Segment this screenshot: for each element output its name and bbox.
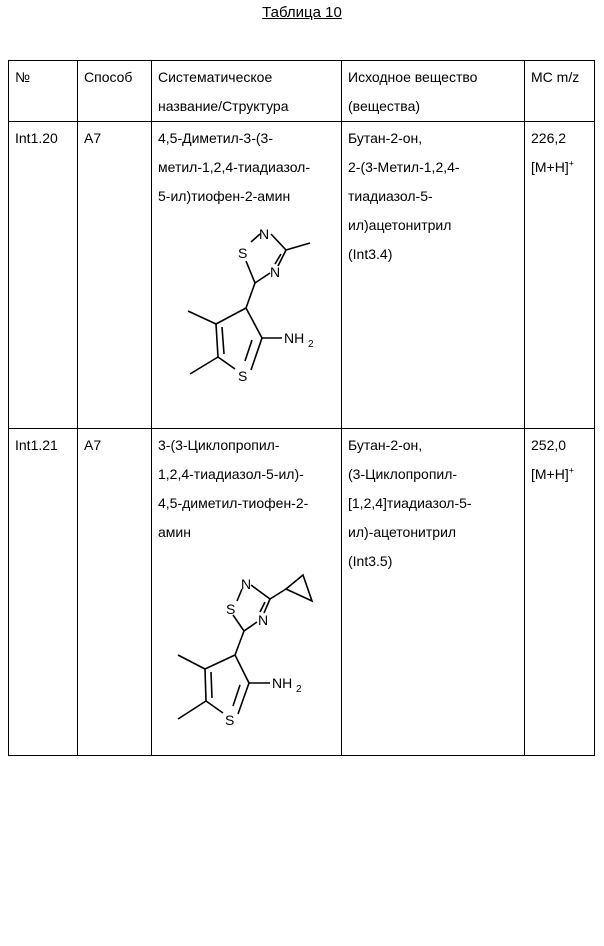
row-id: Int1.21 [9, 429, 78, 756]
header-starting-line: Исходное вещество [348, 63, 519, 92]
row-starting-material: Бутан-2-он, (3-Циклопропил- [1,2,4]тиади… [342, 429, 525, 756]
name-line: 1,2,4-тиадиазол-5-ил)- [158, 460, 336, 489]
ms-ion: [M+H]+ [531, 460, 589, 489]
name-line: метил-1,2,4-тиадиазол- [158, 153, 336, 182]
row-ms: 252,0 [M+H]+ [525, 429, 595, 756]
row-id: Int1.20 [9, 122, 78, 429]
row-method: A7 [78, 122, 152, 429]
atom-label: N [258, 612, 268, 628]
ms-ion-label: [M+H] [531, 159, 569, 175]
row-name-structure: 3-(3-Циклопропил- 1,2,4-тиадиазол-5-ил)-… [152, 429, 342, 756]
atom-label: NH [284, 330, 304, 346]
header-name-line: Систематическое [158, 63, 336, 92]
starting-line: (Int3.4) [348, 240, 519, 269]
atom-label: N [270, 264, 280, 280]
atom-label: S [225, 712, 234, 728]
name-line: 3-(3-Циклопропил- [158, 431, 336, 460]
starting-line: Бутан-2-он, [348, 431, 519, 460]
atom-label: N [259, 226, 269, 242]
name-line: 5-ил)тиофен-2-амин [158, 182, 336, 211]
row-name-structure: 4,5-Диметил-3-(3- метил-1,2,4-тиадиазол-… [152, 122, 342, 429]
name-line: 4,5-Диметил-3-(3- [158, 124, 336, 153]
chemical-structure: S N N S NH 2 [158, 551, 336, 741]
header-name-line: название/Структура [158, 92, 336, 121]
chemical-structure: S N N S NH 2 [158, 215, 336, 405]
row-starting-material: Бутан-2-он, 2-(3-Метил-1,2,4- тиадиазол-… [342, 122, 525, 429]
ms-ion-charge: + [569, 158, 574, 168]
atom-label: NH [272, 675, 292, 691]
header-starting-material: Исходное вещество (вещества) [342, 61, 525, 122]
starting-line: ил)ацетонитрил [348, 211, 519, 240]
atom-label: 2 [296, 684, 302, 695]
starting-line: тиадиазол-5- [348, 182, 519, 211]
atom-label: 2 [308, 339, 314, 350]
ms-value: 252,0 [531, 431, 589, 460]
row-method: A7 [78, 429, 152, 756]
header-method: Способ [78, 61, 152, 122]
atom-label: S [238, 245, 247, 261]
ms-value: 226,2 [531, 124, 589, 153]
table-title: Таблица 10 [0, 4, 604, 21]
starting-line: [1,2,4]тиадиазол-5- [348, 489, 519, 518]
header-starting-line: (вещества) [348, 92, 519, 121]
table-row: Int1.20 A7 4,5-Диметил-3-(3- метил-1,2,4… [9, 122, 595, 429]
starting-line: (3-Циклопропил- [348, 460, 519, 489]
name-line: 4,5-диметил-тиофен-2- [158, 489, 336, 518]
table-row: Int1.21 A7 3-(3-Циклопропил- 1,2,4-тиади… [9, 429, 595, 756]
ms-ion-charge: + [569, 465, 574, 475]
header-name: Систематическое название/Структура [152, 61, 342, 122]
name-line: амин [158, 518, 336, 547]
compound-table: № Способ Систематическое название/Структ… [8, 60, 595, 756]
row-ms: 226,2 [M+H]+ [525, 122, 595, 429]
starting-line: ил)-ацетонитрил [348, 518, 519, 547]
ms-ion: [M+H]+ [531, 153, 589, 182]
table-header-row: № Способ Систематическое название/Структ… [9, 61, 595, 122]
ms-ion-label: [M+H] [531, 466, 569, 482]
atom-label: S [226, 601, 235, 617]
atom-label: N [241, 576, 251, 592]
header-number: № [9, 61, 78, 122]
starting-line: 2-(3-Метил-1,2,4- [348, 153, 519, 182]
header-ms: МС m/z [525, 61, 595, 122]
atom-label: S [238, 368, 247, 384]
starting-line: (Int3.5) [348, 547, 519, 576]
starting-line: Бутан-2-он, [348, 124, 519, 153]
